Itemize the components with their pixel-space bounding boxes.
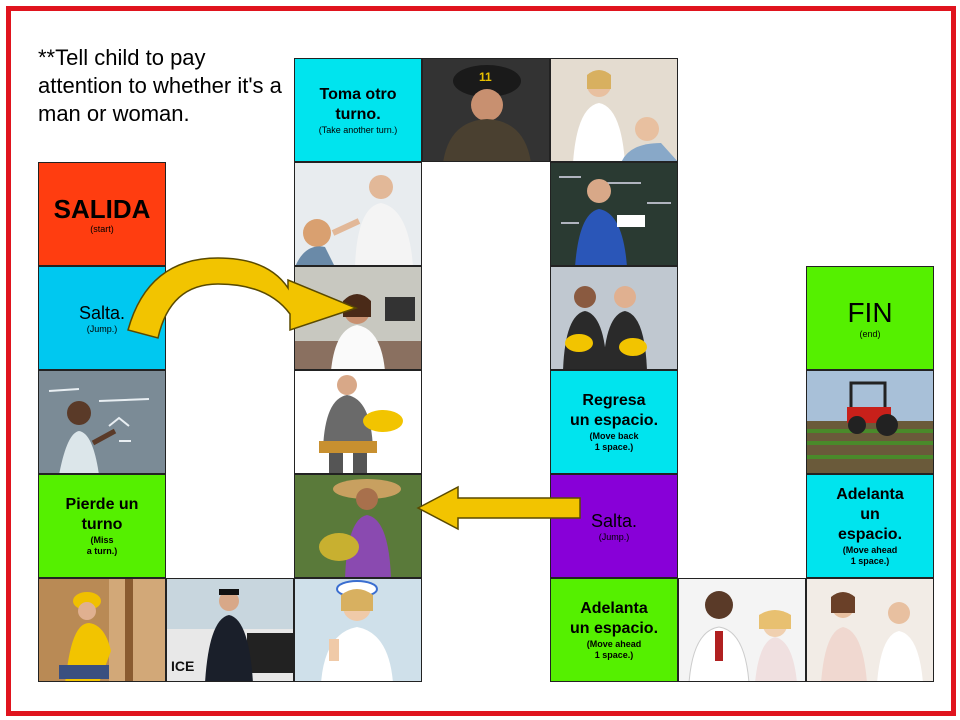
- space-pierde-label: Pierde un turno: [65, 496, 139, 533]
- space-photo-construction-man[interactable]: [294, 370, 422, 474]
- firefighters-women-photo: [551, 267, 677, 369]
- space-adelanta-right-label-2: un: [860, 506, 880, 523]
- space-pierde-sub2: a turn.): [86, 546, 118, 556]
- space-photo-dentist-woman[interactable]: [550, 58, 678, 162]
- svg-text:11: 11: [479, 70, 492, 84]
- red-border-frame: [6, 6, 956, 716]
- left-jump-arrow: [416, 485, 581, 531]
- space-adelanta-bottom-label-1: Adelanta: [580, 600, 648, 617]
- space-regresa[interactable]: Regresa un espacio. (Move back 1 space.): [550, 370, 678, 474]
- teacher-girl-photo: [39, 371, 165, 473]
- space-salta-left-label: Salta.: [78, 302, 126, 323]
- space-photo-dentist-man[interactable]: [294, 162, 422, 266]
- space-salta-mid-sub: (Jump.): [598, 531, 630, 542]
- space-toma-label-1: Toma otro: [319, 85, 397, 103]
- space-photo-firefighters-women[interactable]: [550, 266, 678, 370]
- construction-man-photo: [295, 371, 421, 473]
- space-toma-otro-turno[interactable]: Toma otro turno. (Take another turn.): [294, 58, 422, 162]
- space-salta-left-sub: (Jump.): [86, 323, 118, 334]
- doctor-woman-photo: [807, 579, 933, 681]
- space-regresa-sub2: 1 space.): [594, 442, 634, 452]
- space-toma-sub: (Take another turn.): [318, 124, 398, 135]
- space-photo-doctor-woman[interactable]: [806, 578, 934, 682]
- secretary-woman-photo: [295, 267, 421, 369]
- space-pierde-sub1: (Miss: [90, 535, 114, 545]
- farmer-tractor-photo: [807, 371, 933, 473]
- svg-text:ICE: ICE: [171, 658, 194, 674]
- space-regresa-label-2: un espacio.: [569, 412, 659, 429]
- space-adelanta-bottom[interactable]: Adelanta un espacio. (Move ahead 1 space…: [550, 578, 678, 682]
- space-photo-police-officer[interactable]: ICE: [166, 578, 294, 682]
- doctor-man-photo: [679, 579, 805, 681]
- space-adelanta-bottom-label-2: un espacio.: [569, 620, 659, 637]
- space-photo-nurse-woman[interactable]: [294, 578, 422, 682]
- space-fin-label: FIN: [847, 296, 893, 328]
- space-salta-mid[interactable]: Salta. (Jump.): [550, 474, 678, 578]
- farmer-woman-photo: [295, 475, 421, 577]
- dentist-woman-photo: [551, 59, 677, 161]
- space-regresa-label-1: Regresa: [582, 392, 646, 409]
- space-adelanta-bottom-sub1: (Move ahead: [586, 639, 642, 649]
- space-regresa-sub1: (Move back: [589, 431, 639, 441]
- space-salta-mid-label: Salta.: [590, 510, 638, 531]
- space-adelanta-right-sub2: 1 space.): [850, 556, 890, 566]
- space-adelanta-bottom-sub2: 1 space.): [594, 650, 634, 660]
- instruction-note: **Tell child to pay attention to whether…: [38, 45, 282, 126]
- space-toma-label-2: turno.: [335, 105, 381, 123]
- space-photo-firefighter[interactable]: 11: [422, 58, 550, 162]
- nurse-woman-photo: [295, 579, 421, 681]
- dentist-man-photo: [295, 163, 421, 265]
- space-photo-farmer-woman[interactable]: [294, 474, 422, 578]
- space-salida[interactable]: SALIDA (start): [38, 162, 166, 266]
- space-pierde[interactable]: Pierde un turno (Miss a turn.): [38, 474, 166, 578]
- space-photo-teacher-man[interactable]: [550, 162, 678, 266]
- space-photo-secretary-woman[interactable]: [294, 266, 422, 370]
- space-adelanta-right-label-1: Adelanta: [836, 486, 904, 503]
- space-fin[interactable]: FIN (end): [806, 266, 934, 370]
- teacher-man-photo: [551, 163, 677, 265]
- space-photo-doctor-man[interactable]: [678, 578, 806, 682]
- space-adelanta-right[interactable]: Adelanta un espacio. (Move ahead 1 space…: [806, 474, 934, 578]
- space-photo-construction-woman[interactable]: [38, 578, 166, 682]
- police-officer-photo: ICE: [167, 579, 293, 681]
- space-photo-teacher-girl[interactable]: [38, 370, 166, 474]
- space-adelanta-right-sub1: (Move ahead: [842, 545, 898, 555]
- space-salida-sub: (start): [90, 223, 114, 234]
- space-salida-label: SALIDA: [53, 193, 151, 224]
- space-photo-farmer-tractor[interactable]: [806, 370, 934, 474]
- space-adelanta-right-label-3: espacio.: [837, 526, 903, 543]
- firefighter-photo: 11: [423, 59, 549, 161]
- construction-woman-photo: [39, 579, 165, 681]
- space-fin-sub: (end): [859, 328, 881, 339]
- curved-jump-arrow: [127, 257, 359, 339]
